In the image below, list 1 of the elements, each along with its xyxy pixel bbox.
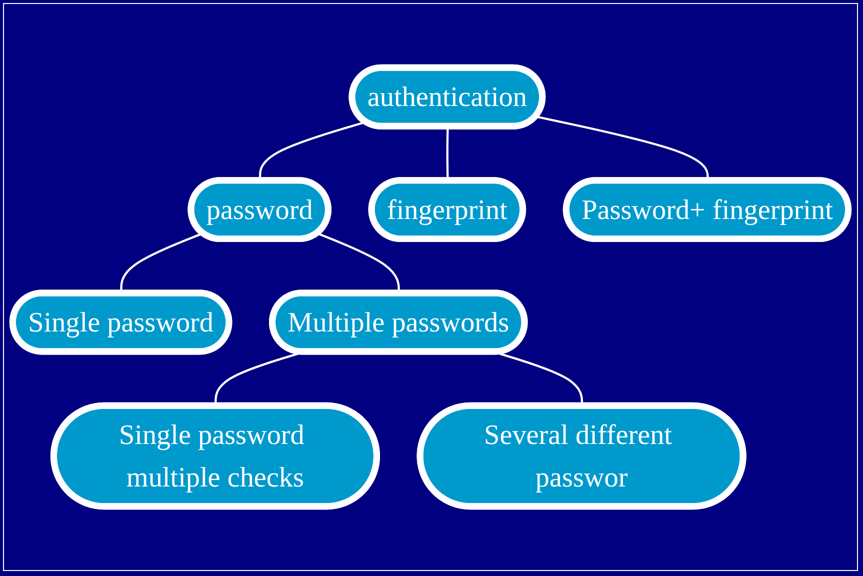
tree-diagram: authentication password fingerprint Password+ fingerprint Single password Multiple passwords Single password multiple checks Several different passwor xyxy=(4,58,857,516)
